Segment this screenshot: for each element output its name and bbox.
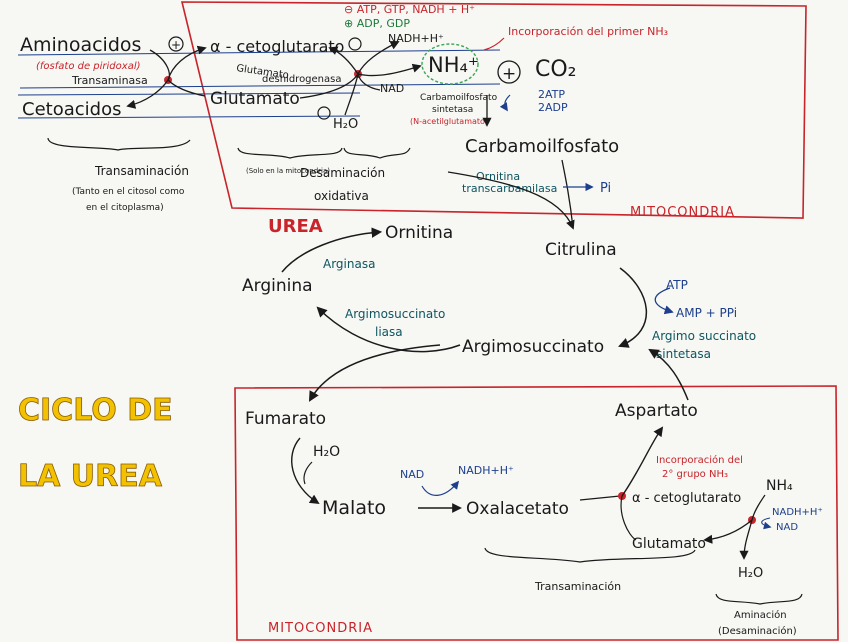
transaminacion-note-2: en el citoplasma): [86, 203, 164, 213]
mitochondria-bottom-box: [234, 385, 839, 641]
mitocondria-label-bottom: MITOCONDRIA: [268, 621, 373, 636]
arrow-atp-in: [654, 287, 674, 315]
nh4-highlight: [421, 43, 479, 85]
nadh-label-bottom-2: NADH+H⁺: [772, 507, 823, 518]
nh4-label-bottom: NH₄: [766, 478, 793, 494]
plus-icon: [497, 60, 521, 84]
cetoacidos-label: Cetoacidos: [22, 99, 121, 120]
glutamato-label-bottom: Glutamato: [632, 536, 706, 552]
cps-label-2: sintetasa: [432, 105, 473, 115]
aspartato-label: Aspartato: [615, 401, 698, 421]
arrow-argsucc-to-arginine: [316, 306, 461, 353]
mitochondria-top-box: [180, 1, 807, 219]
akg-label-top: α - cetoglutarato: [210, 37, 344, 56]
transamination-deamination-section: Aminoacidos + (fosfato de piridoxal) Tra…: [17, 3, 735, 230]
urea-cycle: UREA Ornitina Citrulina Arginina Arginas…: [242, 216, 756, 429]
aminoacidos-label: Aminoacidos: [20, 34, 141, 56]
cofactor-label: (fosfato de piridoxal): [36, 61, 141, 72]
liasa-label-2: liasa: [375, 325, 403, 339]
plus-icon: [168, 36, 184, 52]
h2o-label-bottom: H₂O: [313, 444, 340, 460]
incorporacion-label-2: 2° grupo NH₃: [662, 469, 728, 480]
activators-label: ⊕ ADP, GDP: [344, 17, 410, 30]
pi-label: Pi: [600, 181, 611, 196]
arrow-citrulline-to-argsucc: [618, 267, 647, 348]
gdh-label-2: deshidrogenasa: [262, 74, 342, 85]
incorporacion-label-top: Incorporación del primer NH₃: [508, 25, 668, 38]
mitocondria-label-top: MITOCONDRIA: [630, 205, 735, 220]
adp2-label: 2ADP: [538, 101, 568, 114]
sintetasa-label-2: sintetasa: [656, 347, 711, 361]
arginina-label: Arginina: [242, 276, 313, 296]
otc-label-2: transcarbamilasa: [462, 182, 557, 195]
carbamoilfosfato-label: Carbamoilfosfato: [465, 136, 619, 157]
plus-icon: [317, 106, 331, 120]
desaminacion-note: (Solo en la mitocondria): [246, 167, 330, 175]
nadh-label-top: NADH+H⁺: [388, 32, 444, 45]
atp-label: ATP: [666, 278, 688, 292]
plus-icon: [348, 37, 362, 51]
incorporacion-label-1: Incorporación del: [656, 454, 743, 466]
transaminasa-label: Transaminasa: [71, 74, 148, 87]
cps-label-1: Carbamoilfosfato: [420, 93, 498, 103]
transaminacion-label-top: Transaminación: [94, 164, 189, 178]
nh4-label-top: NH₄⁺: [428, 53, 479, 77]
argininosuccinato-label: Argimosuccinato: [462, 337, 604, 357]
ornitina-label: Ornitina: [385, 223, 453, 243]
fumarato-label: Fumarato: [245, 409, 326, 429]
nad-label-top: NAD: [380, 82, 404, 95]
nad-label-bottom: NAD: [400, 468, 424, 481]
plus-sign: +: [502, 64, 516, 84]
urea-label: UREA: [268, 216, 323, 237]
inhibitors-label: ⊖ ATP, GTP, NADH + H⁺: [344, 3, 475, 16]
glutamato-label-top: Glutamato: [210, 89, 300, 109]
nad-label-bottom-2: NAD: [776, 522, 798, 533]
sintetasa-label-1: Argimo succinato: [652, 329, 756, 343]
title-line-2: LA UREA: [18, 459, 163, 494]
arrow-arginine-to-ornithine: [281, 227, 383, 273]
arrow-aspartate-to-argsucc: [648, 348, 689, 401]
arginasa-label: Arginasa: [323, 257, 375, 271]
akg-label-bottom: α - cetoglutarato: [632, 491, 741, 506]
desaminacion-label-2: oxidativa: [314, 189, 369, 203]
page-title: CICLO DE LA UREA: [18, 393, 173, 495]
title-line-1: CICLO DE: [18, 393, 173, 428]
co2-label: CO₂: [535, 57, 577, 82]
aminacion-label-2: (Desaminación): [718, 625, 797, 637]
malato-label: Malato: [322, 497, 386, 519]
atp2-label: 2ATP: [538, 88, 565, 101]
liasa-label-1: Argimosuccinato: [345, 307, 445, 321]
citrulina-label: Citrulina: [545, 240, 617, 260]
cps-label-3: (N-acetilglutamato): [410, 117, 488, 126]
arrow-argsucc-to-fumarate: [308, 344, 441, 402]
h2o-label-bottom-2: H₂O: [738, 566, 763, 581]
oxalacetato-label: Oxalacetato: [466, 499, 569, 519]
h2o-label-top: H₂O: [333, 117, 358, 132]
aminacion-label-1: Aminación: [734, 609, 787, 621]
desaminacion-label-1: Desaminación: [300, 166, 385, 180]
transaminacion-label-bottom: Transaminación: [534, 580, 621, 593]
plus-sign: +: [171, 38, 181, 52]
bottom-mitochondria-section: H₂O Malato NAD NADH+H⁺ Oxalacetato Incor…: [268, 426, 823, 637]
transaminacion-note-1: (Tanto en el citosol como: [72, 187, 185, 197]
amp-label: AMP + PPi: [676, 306, 737, 320]
nadh-label-bottom: NADH+H⁺: [458, 464, 514, 477]
